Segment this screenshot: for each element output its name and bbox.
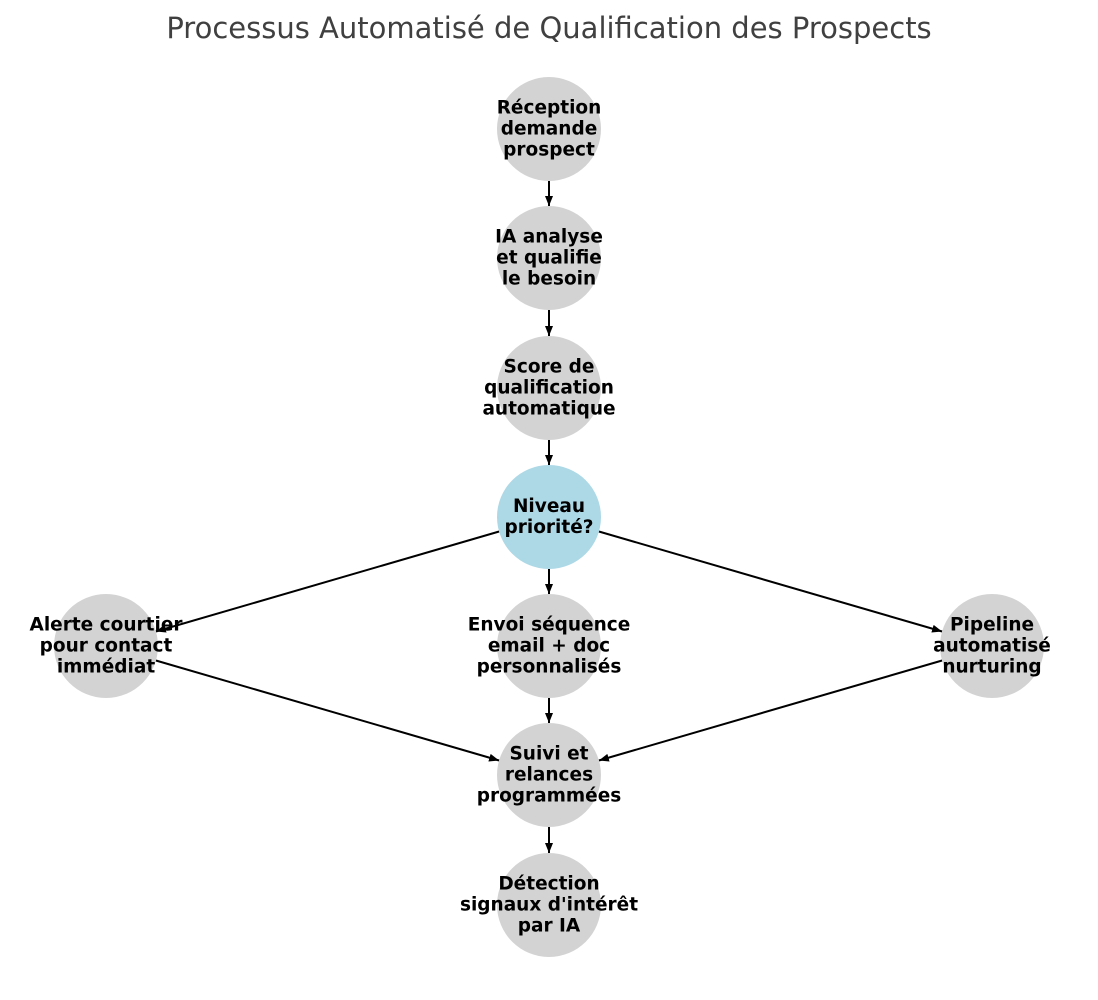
node-label-ia-analyse-line-2: et qualifie	[496, 248, 602, 269]
node-label-ia-analyse-line-3: le besoin	[502, 269, 596, 290]
node-label-envoi-line-2: email + doc	[488, 636, 610, 657]
node-circle-suivi	[497, 723, 601, 827]
node-label-reception-line-3: prospect	[503, 140, 595, 161]
node-circle-reception	[497, 77, 601, 181]
node-label-score-line-2: qualification	[484, 378, 614, 399]
node-label-alerte-line-2: pour contact	[40, 636, 173, 657]
node-label-reception-line-1: Réception	[497, 98, 602, 119]
node-circle-ia-analyse	[497, 206, 601, 310]
node-label-suivi-line-1: Suivi et	[509, 744, 588, 765]
node-label-niveau-line-1: Niveau	[513, 496, 585, 517]
node-label-detection-line-2: signaux d'intérêt	[460, 895, 638, 916]
node-label-niveau-line-2: priorité?	[504, 517, 593, 538]
node-circle-alerte	[54, 594, 158, 698]
diagram-title: Processus Automatisé de Qualification de…	[166, 11, 931, 45]
node-label-suivi-line-3: programmées	[477, 786, 622, 807]
node-label-envoi-line-3: personnalisés	[477, 657, 622, 678]
node-label-score-line-1: Score de	[504, 357, 595, 378]
node-circle-score	[497, 336, 601, 440]
node-label-suivi-line-2: relances	[505, 765, 593, 786]
node-label-pipeline-line-2: automatisé	[933, 636, 1051, 657]
node-label-ia-analyse-line-1: IA analyse	[495, 227, 603, 248]
edge-pipeline-to-suivi	[598, 659, 943, 762]
node-label-score-line-3: automatique	[482, 399, 615, 420]
node-circle-detection	[497, 853, 601, 957]
node-label-alerte-line-1: Alerte courtier	[30, 615, 184, 636]
edge-niveau-to-pipeline	[598, 530, 943, 633]
node-label-pipeline-line-1: Pipeline	[950, 615, 1034, 636]
edge-niveau-to-alerte	[155, 530, 500, 633]
node-label-envoi-line-1: Envoi séquence	[468, 615, 631, 636]
node-label-detection-line-1: Détection	[498, 874, 599, 895]
node-circle-envoi	[497, 594, 601, 698]
node-circle-niveau	[497, 465, 601, 569]
edges-layer	[155, 181, 943, 853]
node-circle-pipeline	[940, 594, 1044, 698]
node-label-detection-line-3: par IA	[518, 916, 581, 937]
node-label-alerte-line-3: immédiat	[57, 657, 156, 678]
node-label-reception-line-2: demande	[501, 119, 598, 140]
edge-alerte-to-suivi	[155, 659, 500, 762]
node-label-pipeline-line-3: nurturing	[942, 657, 1041, 678]
